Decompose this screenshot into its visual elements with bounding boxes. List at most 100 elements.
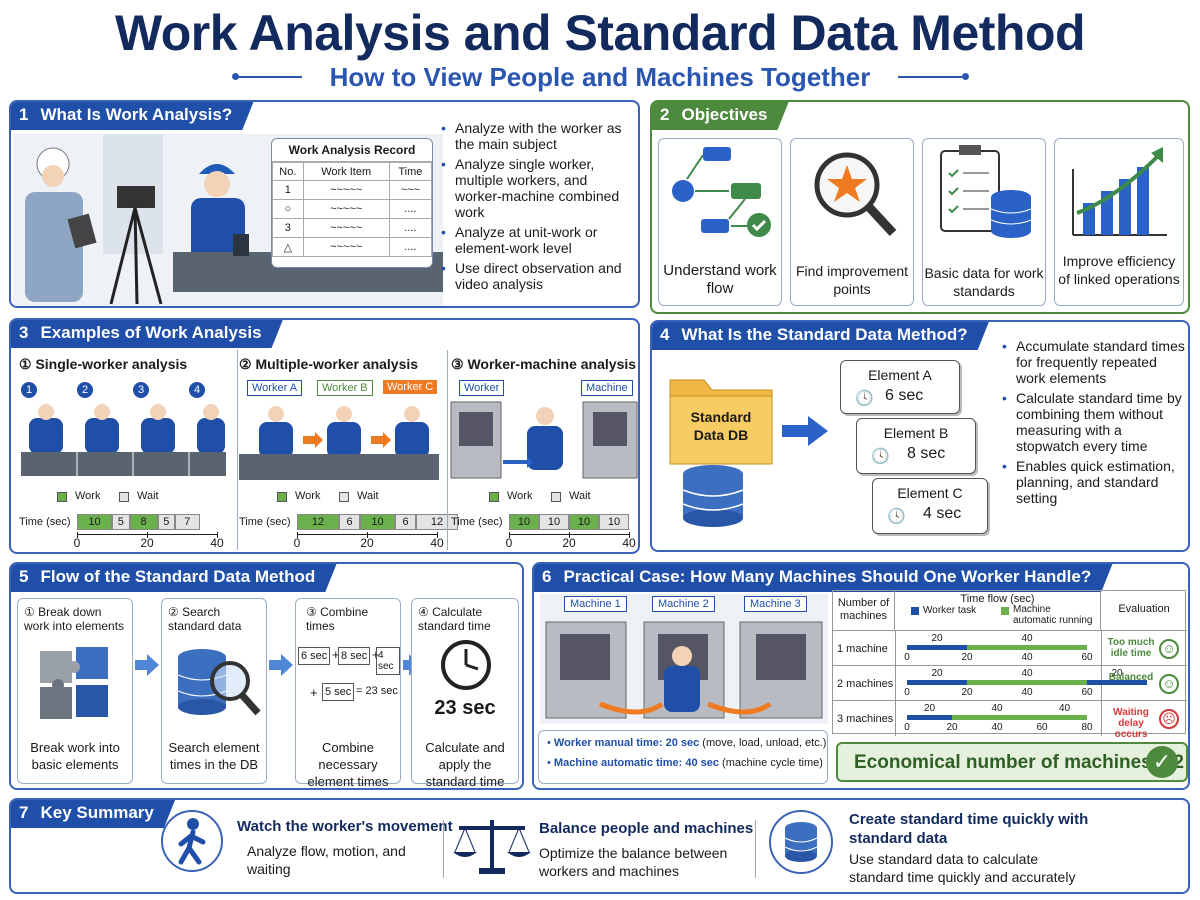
time-flow-bar [1087, 680, 1147, 685]
smile-face-icon: ☺ [1159, 674, 1179, 694]
col-divider [895, 701, 896, 736]
axis-tick-label: 0 [73, 536, 81, 550]
db-label: Standard Data DB [690, 409, 752, 443]
bullet: Calculate standard time by combining the… [1002, 390, 1186, 454]
multiple-worker-illustration [239, 406, 439, 480]
legend-work-swatch [57, 492, 67, 502]
page-title: Work Analysis and Standard Data Method [114, 5, 1086, 61]
divider [443, 820, 444, 878]
col-divider [1101, 701, 1102, 736]
machine-running-swatch [1001, 607, 1009, 615]
timeline-segment: 6 [339, 514, 360, 530]
axis-tick-label: 20 [961, 652, 973, 663]
time-notes: • Worker manual time: 20 sec (move, load… [538, 730, 828, 784]
axis-tick-label: 40 [1021, 652, 1033, 663]
legend-work-label: Work [295, 490, 321, 502]
check-icon: ✓ [1146, 746, 1178, 778]
col-divider [895, 631, 896, 666]
database-search-icon [177, 649, 261, 716]
axis-tick-label: 40 [210, 536, 224, 550]
timeline-segment: 10 [509, 514, 539, 530]
economical-result-banner: Economical number of machines = 2 ✓ [836, 742, 1188, 782]
summary-head: Watch the worker's movement [237, 818, 453, 835]
time-chip: 5 sec [322, 683, 355, 701]
clock-icon: 🕓 [871, 448, 890, 465]
evaluation-text: Balanced [1108, 672, 1154, 683]
time-chip: 8 sec [338, 647, 371, 665]
bar-value-label: 20 [1111, 668, 1123, 679]
bullet: Analyze at unit-work or element-work lev… [441, 224, 637, 256]
worker-task-swatch [911, 607, 919, 615]
axis-tick-label: 0 [293, 536, 301, 550]
bar-value-label: 40 [991, 703, 1003, 714]
single-worker-title: ① Single-worker analysis [19, 356, 188, 372]
note-machine: • Machine automatic time: 40 sec (machin… [547, 757, 823, 769]
timeline-segment: 10 [77, 514, 112, 530]
worker-label: Worker [459, 380, 505, 396]
timeline-segment: 5 [112, 514, 130, 530]
axis-tick [569, 532, 570, 538]
result-time: 23 sec [434, 697, 496, 719]
axis-tick [77, 532, 78, 538]
axis-tick-label: 60 [1081, 687, 1093, 698]
axis-tick [367, 532, 368, 538]
axis-tick-label: 60 [1081, 652, 1093, 663]
table-row: △~~~~~.... [272, 237, 433, 257]
row-label: 1 machine [837, 643, 888, 655]
sad-face-icon: ☹ [1159, 709, 1179, 729]
axis-tick [147, 532, 148, 538]
timeline-segment: 7 [175, 514, 200, 530]
table-row: 3~~~~~.... [272, 218, 433, 238]
axis-tick-label: 60 [1036, 722, 1048, 733]
time-chip: 4 sec [376, 647, 400, 675]
time-flow-bar [907, 645, 967, 650]
subtitle-dot-left [232, 73, 239, 80]
bullet: Accumulate standard times for frequently… [1002, 338, 1186, 386]
element-c-card: Element C 🕓 4 sec [872, 478, 988, 534]
axis-tick [509, 532, 510, 538]
summary-head: Create standard time quickly with standa… [849, 811, 1089, 847]
single-worker-illustration: 1 2 3 4 [21, 382, 226, 478]
three-machines-illustration [540, 594, 828, 724]
checklist-database-icon [940, 145, 1032, 238]
element-a-card: Element A 🕓 6 sec [840, 360, 960, 414]
legend-work-swatch [489, 492, 499, 502]
clock-icon [441, 640, 491, 690]
clock-icon: 🕓 [855, 390, 874, 407]
time-flow-bar [952, 715, 1042, 720]
timeline-segment: 12 [297, 514, 339, 530]
axis-tick [217, 532, 218, 538]
axis-tick [629, 532, 630, 538]
bar-value-label: 40 [1021, 633, 1033, 644]
table-row [833, 631, 1187, 666]
summary-body: Use standard data to calculate standard … [849, 851, 1076, 885]
flow-diagram-icon [672, 147, 771, 237]
subtitle-line-right [898, 76, 962, 78]
bar-value-label: 20 [923, 703, 936, 714]
col-divider [1101, 631, 1102, 666]
legend-work-label: Work [507, 490, 533, 502]
step-badge: 1 [21, 382, 37, 398]
machine-label: Machine 3 [744, 596, 807, 612]
divider [237, 350, 238, 550]
bar-value-label: 20 [931, 668, 943, 679]
axis-tick-label: 40 [1021, 687, 1033, 698]
step-badge: 3 [133, 382, 149, 398]
time-flow-bar [907, 715, 952, 720]
machine-label: Machine 2 [652, 596, 715, 612]
time-axis-label: Time (sec) [451, 516, 503, 528]
time-flow-bar [907, 680, 967, 685]
summary-body: Optimize the balance between workers and… [539, 845, 728, 879]
axis-tick-label: 20 [946, 722, 958, 733]
work-analysis-bullets: Analyze with the worker as the main subj… [441, 120, 637, 296]
axis-tick-label: 40 [991, 722, 1003, 733]
bullet: Analyze with the worker as the main subj… [441, 120, 637, 152]
axis-tick-label: 80 [1081, 722, 1093, 733]
